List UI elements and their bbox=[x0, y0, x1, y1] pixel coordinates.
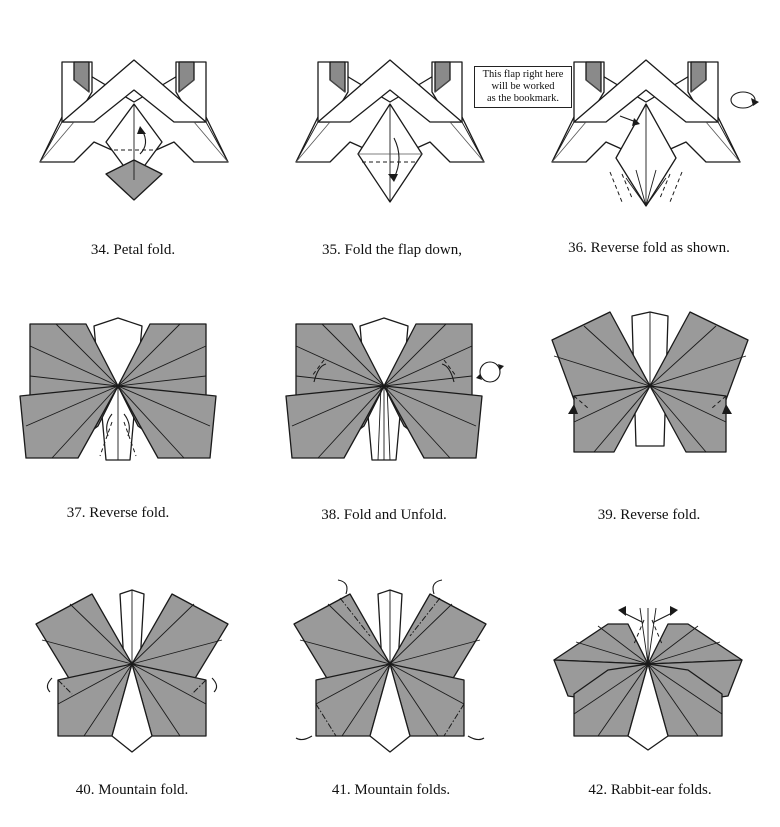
step-36-caption: 36. Reverse fold as shown. bbox=[568, 240, 730, 256]
step-37-diagram bbox=[19, 317, 217, 461]
step-37-caption: 37. Reverse fold. bbox=[66, 505, 170, 521]
step-38-diagram bbox=[285, 317, 483, 461]
step-41-diagram bbox=[293, 579, 487, 753]
step-34-caption: 34. Petal fold. bbox=[90, 242, 176, 258]
step-35-diagram bbox=[295, 59, 485, 203]
step-38-caption: 38. Fold and Unfold. bbox=[321, 507, 447, 523]
turn-over-icon bbox=[730, 91, 759, 109]
step-40-diagram bbox=[35, 589, 229, 753]
step-36-diagram bbox=[551, 59, 741, 207]
note-line-3: as the bookmark. bbox=[486, 93, 560, 104]
rotate-icon bbox=[476, 361, 504, 383]
step-42-diagram bbox=[553, 606, 743, 751]
bookmark-note-callout: This flap right here will be worked as t… bbox=[474, 66, 572, 108]
step-34-diagram bbox=[39, 59, 229, 201]
note-line-2: will be worked bbox=[491, 81, 555, 92]
step-35-caption: 35. Fold the flap down, bbox=[322, 242, 462, 258]
step-40-caption: 40. Mountain fold. bbox=[75, 782, 189, 798]
step-41-caption: 41. Mountain folds. bbox=[331, 782, 451, 798]
step-42-caption: 42. Rabbit-ear folds. bbox=[588, 782, 712, 798]
step-39-caption: 39. Reverse fold. bbox=[597, 507, 701, 523]
note-line-1: This flap right here bbox=[482, 69, 564, 80]
step-39-diagram bbox=[551, 311, 749, 453]
